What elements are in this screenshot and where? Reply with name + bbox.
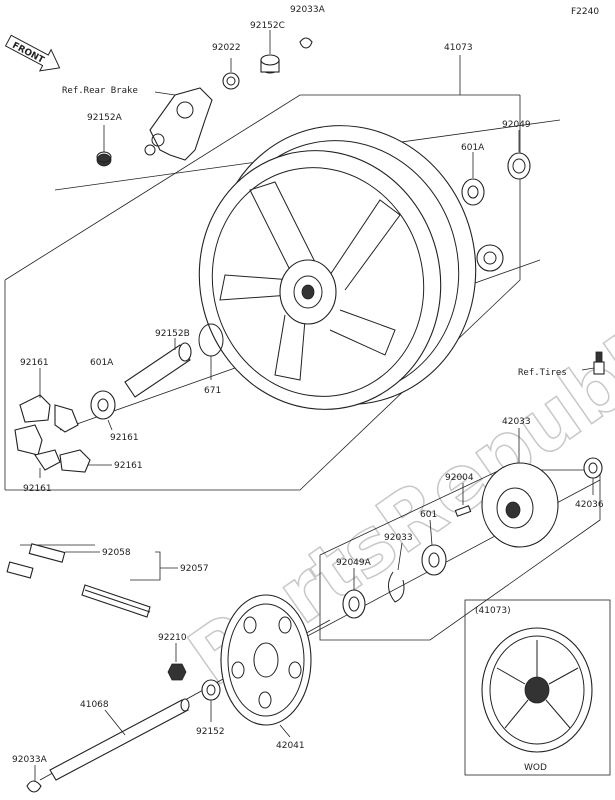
label-92152C: 92152C xyxy=(250,21,285,31)
label-ref-rear-brake: Ref.Rear Brake xyxy=(62,86,138,96)
label-92161-d: 92161 xyxy=(23,484,52,494)
label-41068: 41068 xyxy=(80,700,109,710)
part-601A-right xyxy=(461,178,485,206)
gear-icon xyxy=(476,244,504,272)
label-92022: 92022 xyxy=(212,43,241,53)
part-42041-sprocket xyxy=(220,594,312,726)
label-92057: 92057 xyxy=(180,564,209,574)
label-ref-tires: Ref.Tires xyxy=(518,368,567,378)
part-92033A-top xyxy=(299,37,313,49)
label-42033: 42033 xyxy=(502,417,531,427)
label-92152A: 92152A xyxy=(87,113,123,123)
part-caliper-bracket xyxy=(144,87,213,161)
label-92058: 92058 xyxy=(102,548,131,558)
part-92152B-collar xyxy=(124,342,192,398)
label-42041: 42041 xyxy=(276,741,305,751)
label-92161-c: 92161 xyxy=(114,461,143,471)
label-671: 671 xyxy=(204,386,221,396)
label-92049A: 92049A xyxy=(336,558,372,568)
leader-lines xyxy=(34,30,595,782)
frame-top-line xyxy=(4,94,520,281)
part-92049 xyxy=(507,152,531,180)
label-92033A-top: 92033A xyxy=(290,5,326,15)
part-92004-stud xyxy=(454,505,472,517)
label-601: 601 xyxy=(420,510,437,520)
part-601-bearing xyxy=(421,544,447,576)
label-601A-left: 601A xyxy=(90,358,114,368)
label-42036: 42036 xyxy=(575,500,604,510)
part-92033-circlip xyxy=(388,571,405,603)
label-92004: 92004 xyxy=(445,473,474,483)
part-92152C xyxy=(260,54,280,74)
part-42033-hub xyxy=(481,462,559,548)
label-601A-right: 601A xyxy=(461,143,485,153)
front-arrow-icon: FRONT xyxy=(4,34,61,72)
figure-code: F2240 xyxy=(571,7,599,17)
inset-wheel-variant: (41073) WOD xyxy=(464,599,611,776)
label-92152: 92152 xyxy=(196,727,225,737)
part-92033A-bottom xyxy=(26,780,42,793)
part-41073-wheel xyxy=(198,125,477,410)
inset-caption: WOD xyxy=(524,763,547,773)
part-92049A xyxy=(342,589,366,619)
part-92161-dampers xyxy=(14,394,91,473)
label-92033: 92033 xyxy=(384,533,413,543)
label-92152B: 92152B xyxy=(155,329,190,339)
label-92210: 92210 xyxy=(158,633,187,643)
label-41073: 41073 xyxy=(444,43,473,53)
label-92033A-bottom: 92033A xyxy=(12,755,48,765)
part-41068-axle xyxy=(49,698,190,781)
label-92049: 92049 xyxy=(502,120,531,130)
part-92152A xyxy=(96,151,112,167)
part-92022 xyxy=(222,72,240,90)
part-92058-joint xyxy=(6,543,66,579)
part-92057-chain xyxy=(81,584,151,618)
part-42036 xyxy=(583,457,603,479)
label-92161-a: 92161 xyxy=(20,358,49,368)
part-92152-collar xyxy=(201,679,221,701)
label-92161-b: 92161 xyxy=(110,433,139,443)
part-601A-left xyxy=(90,390,116,420)
part-labels: 92033A 92152C 92022 41073 Ref.Rear Brake… xyxy=(12,5,604,765)
inset-title: (41073) xyxy=(475,606,511,616)
part-92210-nut xyxy=(167,663,187,681)
